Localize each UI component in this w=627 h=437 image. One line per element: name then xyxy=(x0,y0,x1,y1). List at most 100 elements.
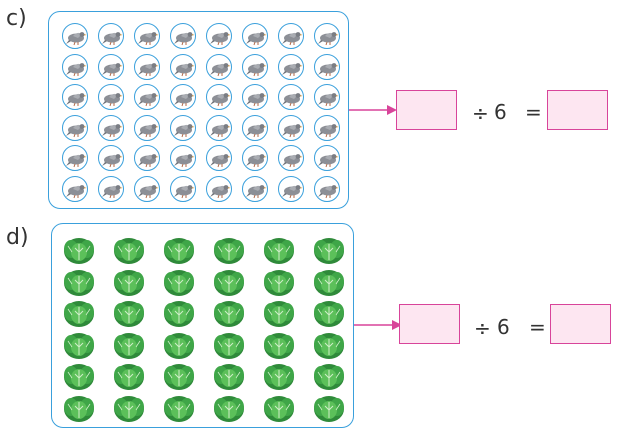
pigeon-icon xyxy=(206,114,232,141)
cabbage-icon xyxy=(312,297,346,329)
cabbage-icon xyxy=(62,329,96,361)
cabbage-icon xyxy=(262,234,296,266)
cabbage-icon xyxy=(212,329,246,361)
pigeon-icon xyxy=(242,84,268,110)
pigeon-icon xyxy=(62,84,88,110)
cabbage-icon xyxy=(312,360,346,392)
divisor-c: 6 xyxy=(494,100,507,124)
pigeon-icon xyxy=(134,23,160,49)
pigeon-icon xyxy=(278,145,304,171)
pigeon-icon xyxy=(98,175,124,202)
cabbage-icon xyxy=(62,266,96,298)
cabbage-icon xyxy=(312,234,346,266)
pigeon-icon xyxy=(62,23,88,49)
part-d-label: d) xyxy=(6,225,29,250)
pigeon-icon xyxy=(314,175,340,202)
pigeon-icon xyxy=(314,114,340,141)
quotient-answer-box-d[interactable] xyxy=(550,304,611,344)
cabbage-panel xyxy=(51,223,354,428)
pigeon-icon xyxy=(134,84,160,110)
cabbage-icon xyxy=(162,392,196,424)
pigeon-icon xyxy=(242,114,268,141)
cabbage-icon xyxy=(112,360,146,392)
pigeon-icon xyxy=(62,175,88,202)
pigeon-icon xyxy=(98,84,124,110)
pigeon-icon xyxy=(98,114,124,141)
pigeon-icon xyxy=(314,145,340,171)
cabbage-icon xyxy=(312,329,346,361)
pigeon-icon xyxy=(278,114,304,141)
pigeon-icon xyxy=(170,145,196,171)
pigeon-icon xyxy=(134,53,160,80)
pigeon-icon xyxy=(170,114,196,141)
cabbage-icon xyxy=(212,234,246,266)
equals-sign-d: = xyxy=(529,315,546,339)
cabbage-icon xyxy=(162,266,196,298)
cabbage-icon xyxy=(62,360,96,392)
pigeon-panel xyxy=(48,11,349,209)
pigeon-icon xyxy=(134,145,160,171)
cabbage-icon xyxy=(212,360,246,392)
pigeon-icon xyxy=(98,145,124,171)
pigeon-icon xyxy=(206,53,232,80)
cabbage-icon xyxy=(112,392,146,424)
dividend-answer-box-d[interactable] xyxy=(399,304,460,344)
pigeon-icon xyxy=(278,175,304,202)
pigeon-icon xyxy=(206,23,232,49)
pigeon-icon xyxy=(170,23,196,49)
divide-sign-c: ÷ xyxy=(472,101,489,125)
cabbage-icon xyxy=(212,266,246,298)
pigeon-icon xyxy=(242,175,268,202)
pigeon-icon xyxy=(314,53,340,80)
arrow-icon xyxy=(349,105,397,115)
pigeon-icon xyxy=(170,53,196,80)
cabbage-icon xyxy=(312,392,346,424)
cabbage-icon xyxy=(262,297,296,329)
cabbage-icon xyxy=(262,360,296,392)
pigeon-icon xyxy=(242,23,268,49)
cabbage-icon xyxy=(262,392,296,424)
cabbage-icon xyxy=(212,297,246,329)
pigeon-icon xyxy=(278,53,304,80)
cabbage-icon xyxy=(62,297,96,329)
quotient-answer-box-c[interactable] xyxy=(547,90,608,130)
pigeon-icon xyxy=(278,84,304,110)
pigeon-icon xyxy=(206,145,232,171)
pigeon-icon xyxy=(206,175,232,202)
cabbage-icon xyxy=(112,234,146,266)
pigeon-icon xyxy=(170,175,196,202)
pigeon-icon xyxy=(170,84,196,110)
pigeon-icon xyxy=(278,23,304,49)
cabbage-icon xyxy=(112,266,146,298)
pigeon-icon xyxy=(134,114,160,141)
cabbage-icon xyxy=(62,234,96,266)
part-c-label: c) xyxy=(6,6,27,31)
pigeon-icon xyxy=(98,23,124,49)
cabbage-icon xyxy=(162,360,196,392)
equals-sign-c: = xyxy=(525,100,542,124)
cabbage-icon xyxy=(212,392,246,424)
pigeon-icon xyxy=(314,84,340,110)
pigeon-icon xyxy=(62,145,88,171)
pigeon-icon xyxy=(98,53,124,80)
pigeon-icon xyxy=(242,53,268,80)
arrow-icon xyxy=(354,320,402,330)
cabbage-icon xyxy=(112,297,146,329)
cabbage-icon xyxy=(162,234,196,266)
cabbage-icon xyxy=(262,266,296,298)
divisor-d: 6 xyxy=(497,315,510,339)
cabbage-icon xyxy=(312,266,346,298)
cabbage-icon xyxy=(162,329,196,361)
pigeon-icon xyxy=(134,175,160,202)
pigeon-icon xyxy=(314,23,340,49)
pigeon-icon xyxy=(62,53,88,80)
pigeon-icon xyxy=(242,145,268,171)
cabbage-icon xyxy=(112,329,146,361)
cabbage-icon xyxy=(262,329,296,361)
divide-sign-d: ÷ xyxy=(474,316,491,340)
dividend-answer-box-c[interactable] xyxy=(396,90,457,130)
pigeon-icon xyxy=(62,114,88,141)
pigeon-icon xyxy=(206,84,232,110)
cabbage-icon xyxy=(162,297,196,329)
cabbage-icon xyxy=(62,392,96,424)
